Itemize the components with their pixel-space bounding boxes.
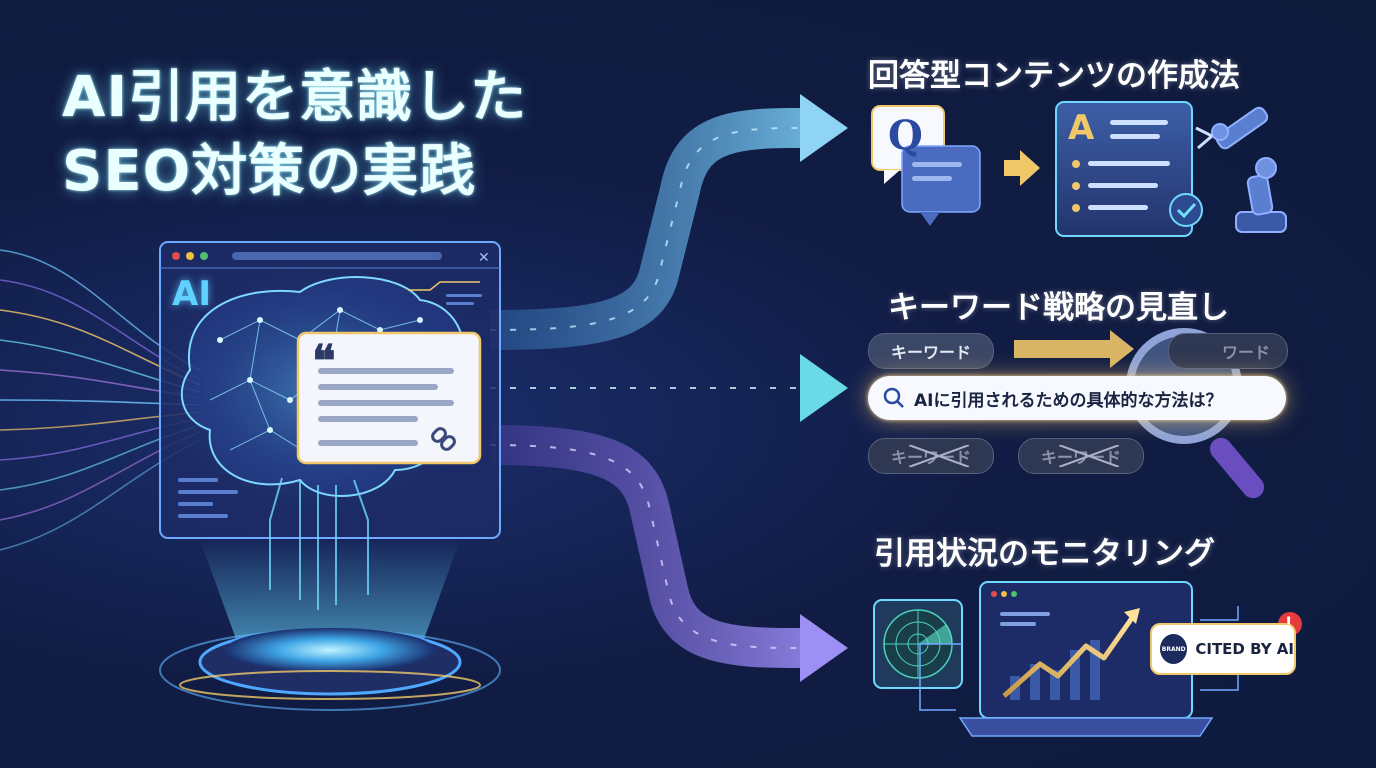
- arrow-to-section-1: [489, 94, 848, 350]
- crossed-keyword-label-1: キーワード: [890, 448, 971, 467]
- ai-query-search-bar: AIに引用されるための具体的な方法は？: [868, 376, 1286, 420]
- keyword-pill-old-label: キーワード: [890, 343, 971, 362]
- robot-arm-icon: [1195, 106, 1287, 233]
- main-title-line-2: SEO対策の実践: [62, 139, 477, 204]
- section-title-answer-content: 回答型コンテンツの作成法: [868, 58, 1240, 94]
- crossed-keyword-pill-1: キーワード: [868, 438, 994, 474]
- check-icon: [1169, 193, 1203, 227]
- search-query-text: AIに引用されるための具体的な方法は？: [914, 390, 1223, 411]
- ai-window-label: AI: [172, 274, 211, 314]
- growth-chart-icon: [1002, 608, 1140, 700]
- arrow-to-section-2: [490, 354, 848, 422]
- q-letter: Q: [888, 112, 923, 159]
- radar-icon: [873, 599, 963, 689]
- link-icon: [431, 427, 456, 451]
- search-icon: [883, 387, 904, 408]
- quote-mark-icon: ❝: [312, 336, 336, 387]
- crossed-keyword-pill-2: キーワード: [1018, 438, 1144, 474]
- keyword-gold-arrow: [1014, 330, 1134, 368]
- keyword-pill-faded: ワード: [1168, 333, 1288, 369]
- main-title-line-1: AI引用を意識した: [62, 65, 528, 130]
- cited-badge-text: CITED BY AI: [1195, 640, 1294, 658]
- answer-doc-icon: [1055, 101, 1193, 237]
- gold-arrow-icon: [1004, 150, 1040, 186]
- section-title-citation-monitoring: 引用状況のモニタリング: [874, 536, 1215, 572]
- alert-mark: !: [1285, 613, 1293, 632]
- hologram-beam: [200, 540, 460, 650]
- podium-glow: [225, 628, 435, 672]
- svg-text:✕: ✕: [478, 250, 490, 266]
- section-title-keyword-strategy: キーワード戦略の見直し: [888, 290, 1229, 326]
- crossed-keyword-label-2: キーワード: [1040, 448, 1121, 467]
- arrow-to-section-3: [489, 425, 848, 682]
- q-chat-icon: [871, 105, 981, 226]
- keyword-pill-faded-label: ワード: [1221, 343, 1270, 362]
- a-letter: A: [1068, 108, 1095, 148]
- brand-logo-text: BRAND: [1161, 645, 1186, 653]
- keyword-pill-old: キーワード: [868, 333, 994, 369]
- cited-by-ai-badge: BRAND CITED BY AI: [1150, 623, 1296, 675]
- brand-logo: BRAND: [1160, 634, 1188, 664]
